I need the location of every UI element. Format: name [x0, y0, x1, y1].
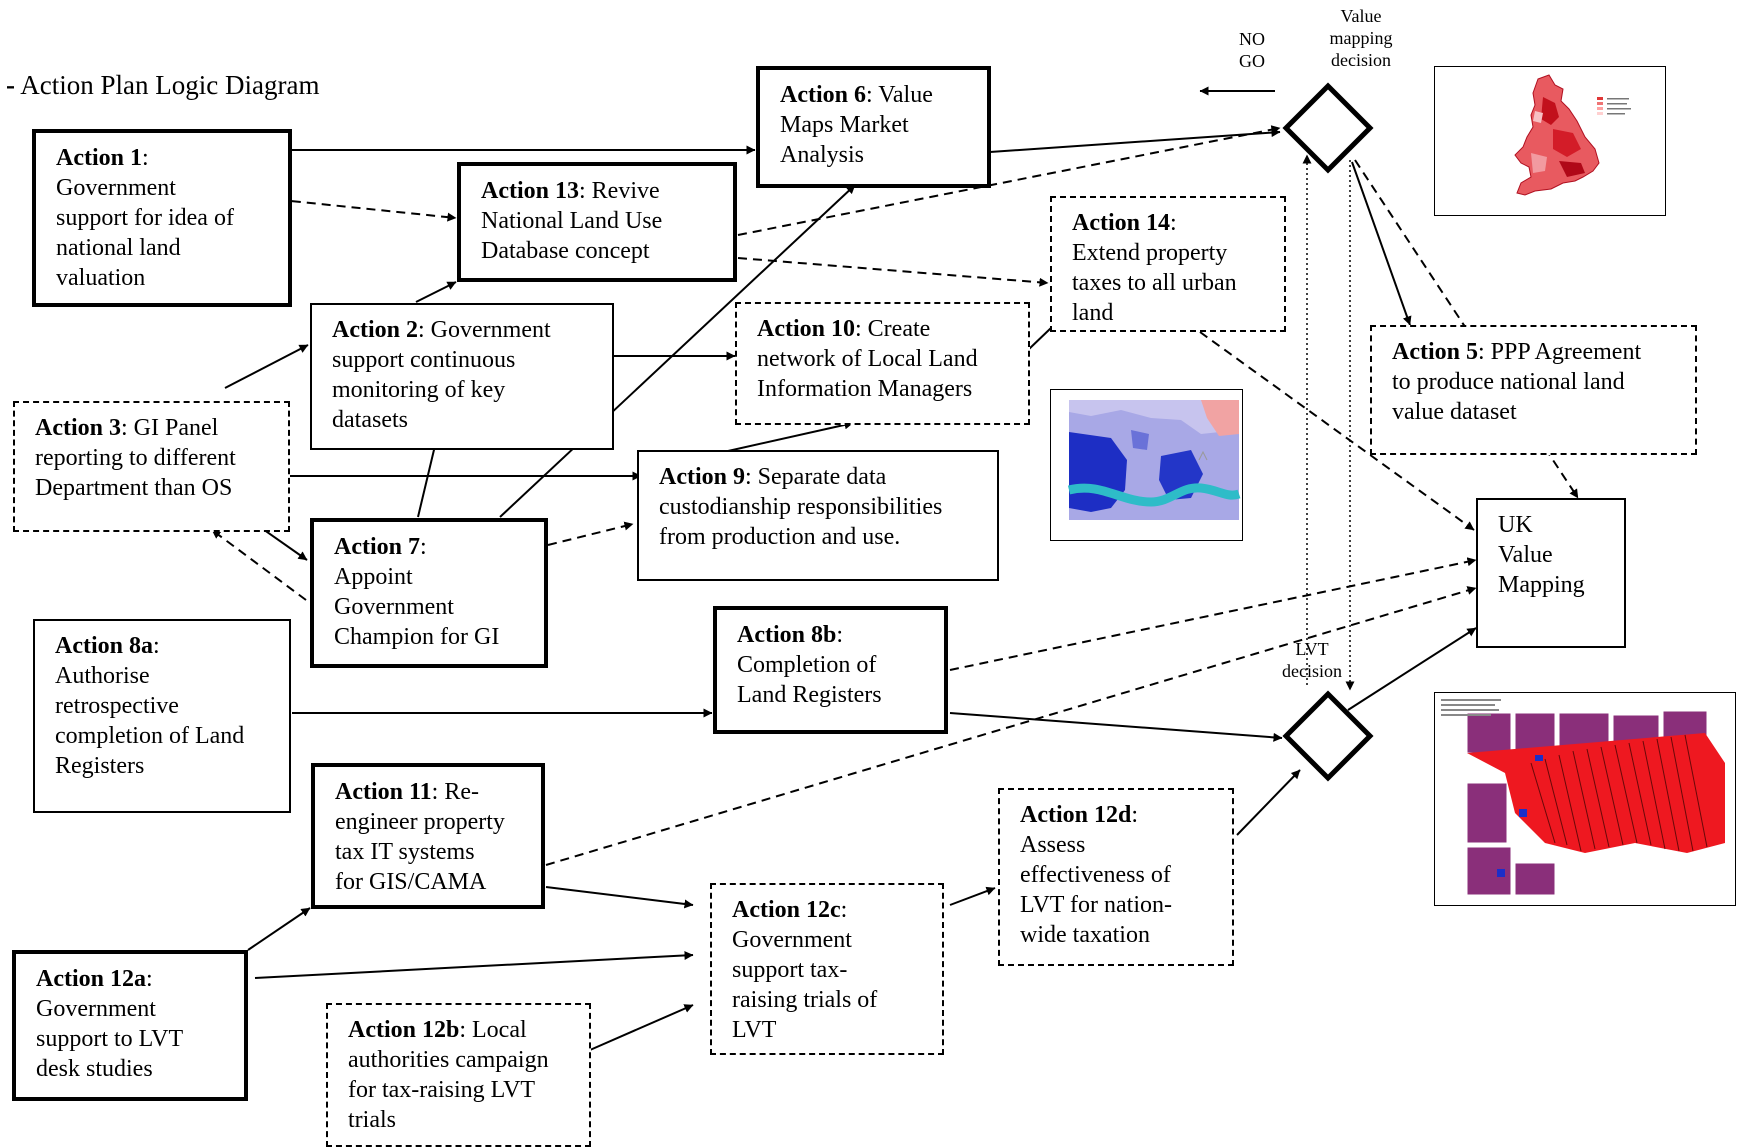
link-a8b-lvt-decision: [949, 712, 1283, 742]
action-9-box: Action 9: Separate data custodianship re…: [637, 450, 999, 581]
diagram-title: - Action Plan Logic Diagram: [6, 70, 320, 100]
link-value-decision-a5: [1351, 161, 1412, 326]
uk-value-mapping-box: UK Value Mapping: [1476, 498, 1626, 648]
link-a13-value-decision: [737, 125, 1281, 236]
action-3-box: Action 3: GI Panel reporting to differen…: [13, 401, 290, 532]
action-12d-box: Action 12d: Assess effectiveness of LVT …: [998, 788, 1234, 966]
action-12c-box: Action 12c: Government support tax- rais…: [710, 883, 944, 1055]
england-value-map-image: [1434, 66, 1666, 216]
link-a11-a12c: [545, 886, 694, 909]
link-a7-a3: [211, 529, 307, 601]
link-a7-a6: [499, 184, 856, 518]
river-value-map-image: [1050, 389, 1243, 541]
value-mapping-decision-label: Value mapping decision: [1329, 6, 1393, 70]
link-a6-value-decision: [989, 128, 1281, 153]
action-7-box: Action 7: Appoint Government Champion fo…: [310, 518, 548, 668]
link-a12d-lvt-decision: [1236, 769, 1301, 836]
link-a12b-a12c: [589, 1004, 694, 1051]
action-14-box: Action 14: Extend property taxes to all …: [1050, 196, 1286, 332]
no-go-label: NO GO: [1239, 29, 1265, 71]
action-6-box: Action 6: Value Maps Market Analysis: [756, 66, 991, 188]
link-a12a-a11: [247, 907, 311, 951]
link-a14-uk: [1199, 331, 1475, 531]
lvt-decision-label: LVT decision: [1282, 639, 1342, 681]
link-a9-a10: [727, 420, 854, 452]
link-a12c-a12d: [949, 886, 996, 906]
link-a1-a13: [261, 197, 457, 222]
link-a2-a13: [415, 281, 457, 303]
action-13-box: Action 13: Revive National Land Use Data…: [457, 162, 737, 282]
action-8a-box: Action 8a: Authorise retrospective compl…: [33, 619, 291, 813]
link-a7-a9: [547, 521, 634, 546]
link-a3-a2: [224, 344, 309, 389]
action-2-box: Action 2: Government support continuous …: [310, 303, 614, 450]
action-12a-box: Action 12a: Government support to LVT de…: [12, 950, 248, 1101]
action-10-box: Action 10: Create network of Local Land …: [735, 302, 1030, 425]
action-5-box: Action 5: PPP Agreement to produce natio…: [1370, 325, 1697, 455]
action-8b-box: Action 8b: Completion of Land Registers: [713, 606, 948, 734]
action-12b-box: Action 12b: Local authorities campaign f…: [326, 1003, 591, 1147]
link-a8b-uk: [949, 557, 1477, 671]
link-a12a-a12c: [254, 950, 694, 979]
action-11-box: Action 11: Re- engineer property tax IT …: [311, 763, 545, 909]
parcel-value-map-image: [1434, 692, 1736, 906]
link-a13-a14: [737, 257, 1049, 287]
link-a11-uk: [545, 586, 1477, 866]
action-1-box: Action 1: Government support for idea of…: [32, 129, 292, 307]
